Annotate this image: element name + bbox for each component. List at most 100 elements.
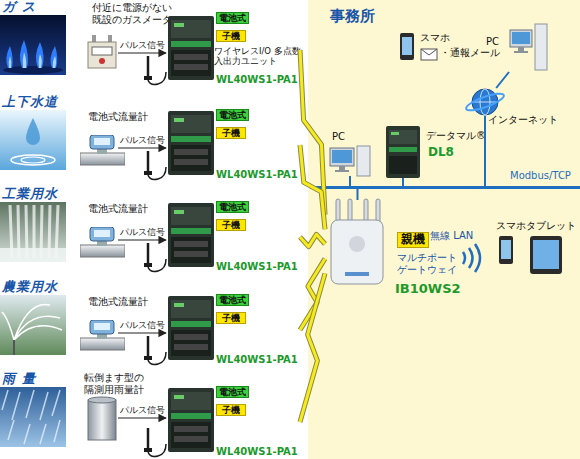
meter-box: 転倒ます型の 隔測用雨量計 [86,396,118,440]
category-heading: ガ ス [2,0,36,15]
gateway-icon [331,220,383,284]
device-label: PC [332,131,345,143]
category-heading: 工業用水 [2,187,58,202]
battery-badge: 電池式 [216,386,249,398]
pc-icon [357,146,370,176]
device-label: インターネット [488,114,558,126]
gas-meter-icon [92,35,96,42]
gas-meter-icon [88,42,116,68]
connector-line [300,259,325,330]
network-line [357,189,358,200]
connector-line [300,273,325,422]
agricultural-water-photo [2,304,62,340]
network-line [485,116,486,186]
connector-line [300,259,325,330]
pc-icon [535,24,547,70]
connector-line [300,234,325,246]
gateway-icon [331,199,383,284]
office-heading: 事務所 [330,8,375,25]
gas-meter-icon [88,35,116,68]
gateway-icon [345,272,369,276]
category-heading: 農業用水 [2,280,58,295]
battery-badge: 電池式 [216,294,249,306]
photo-tile: 農業用水 [0,295,66,355]
model-number: WL40WS1-PA1 [216,74,298,86]
agricultural-water-photo [0,295,66,355]
flow-meter-icon [80,227,125,257]
gas-photo [3,66,63,74]
photo-tile: ガ ス [0,15,66,75]
device-label: ・通報メール [440,47,500,59]
io-unit-box: 電池式子機WL40WS1-PA1 [166,292,300,368]
category-heading: 雨 量 [2,372,36,387]
model-number: WL40WS1-PA1 [216,354,298,366]
edge-label: パルス信号 [120,405,165,415]
connector-line [402,178,404,186]
rain-gauge-icon [88,397,116,440]
flow-meter-icon [80,135,125,165]
internet-globe-icon [472,89,498,115]
network-line [496,72,509,88]
gateway-icon [364,199,368,225]
data-logger-icon [389,156,417,174]
slave-badge: 子機 [216,127,246,139]
meter-box: 電池式流量計 [86,133,118,163]
pc-icon [332,150,352,163]
meter-label: 転倒ます型の 隔測用雨量計 [84,372,152,395]
agricultural-water-photo [0,295,66,355]
pc-box: PC [328,146,372,176]
device-label: タブレット [526,220,576,232]
slave-badge: 子機 [216,219,246,231]
connector-line [349,176,351,186]
connector-line [118,332,166,333]
signal-arrow [118,333,166,334]
industrial-water-photo [0,202,66,262]
device-label: スマホ [420,32,450,44]
gas-meter-icon [108,35,112,42]
meter-label: 電池式流量計 [88,111,148,123]
meter-label: 電池式流量計 [88,296,148,308]
gas-photo [0,15,66,75]
connector-line [118,147,166,148]
category-heading: 上下水道 [2,95,58,110]
connector-line [300,145,325,229]
model-number: WL40WS1-PA1 [216,169,298,181]
antenna-icon [144,428,166,457]
antenna-icon [144,151,166,180]
smartphone-icon [499,236,513,264]
pc-icon [514,51,528,53]
battery-badge: 電池式 [216,109,249,121]
gateway-icon [348,199,352,225]
wireless-bolt [300,145,325,229]
agricultural-water-photo [13,340,15,355]
tablet-icon [533,240,559,269]
io-unit-icon [168,111,214,175]
photo-tile: 雨 量 [0,387,66,447]
signal-arrow [118,148,166,149]
wireless-bolt [300,273,325,422]
connector-line [300,50,325,215]
gas-photo [9,52,56,68]
rain-photo [2,390,60,444]
io-unit-box: 電池式子機WL40WS1-PA1 [166,384,300,459]
connector-line [496,72,509,88]
smartphone-icon [499,236,513,264]
tablet-box: タブレット [530,236,562,274]
office-panel: 事務所スマホ・通報メールPCインターネットPCデータマル®DL8Modbus/T… [308,0,580,459]
io-unit-box: 電池式子機 WL40WS1-PA1 [166,107,300,183]
smartphone-icon [501,240,511,259]
signal-arrow [118,240,166,241]
gas-meter-icon [99,58,105,64]
mail-box: ・通報メール [420,48,438,61]
water-photo [11,155,55,165]
data-logger-icon [386,126,420,178]
wireless-waves [463,244,480,272]
gateway-icon [376,199,380,225]
connector-line [300,50,325,215]
pc-icon [512,32,530,44]
connector-line [300,145,325,229]
master-badge: 親機 [397,232,429,248]
wireless-bolt [300,259,325,330]
